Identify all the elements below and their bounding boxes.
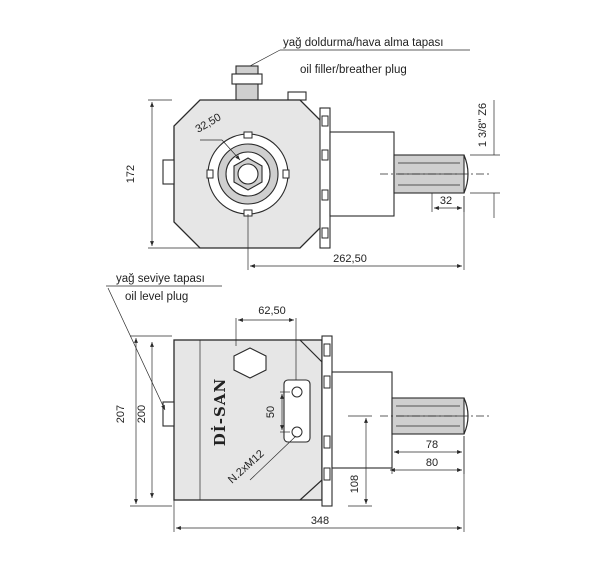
dim-50: 50 (265, 406, 277, 418)
dim-length-262: 262,50 (333, 253, 367, 265)
dim-offset: 62,50 (258, 305, 286, 317)
level-plug (162, 401, 175, 427)
filler-callout-en: oil filler/breather plug (300, 64, 407, 76)
filler-plug (231, 65, 263, 101)
dim-200: 200 (136, 405, 148, 423)
left-plug (162, 159, 175, 185)
top-view: yağ doldurma/hava alma tapası oil filler… (125, 37, 500, 270)
filler-callout-tr: yağ doldurma/hava alma tapası (283, 37, 443, 49)
small-boss (287, 91, 307, 101)
dim-348: 348 (311, 515, 329, 527)
dim-207: 207 (115, 405, 127, 423)
side-nose (331, 371, 393, 469)
dim-shaft-32: 32 (440, 195, 452, 207)
dim-78: 78 (426, 439, 438, 451)
dim-108: 108 (349, 475, 361, 493)
brand-mark: Dİ-SAN (210, 378, 229, 446)
level-callout-tr: yağ seviye tapası (116, 273, 205, 285)
right-flange (319, 107, 331, 249)
dim-80: 80 (426, 457, 438, 469)
mount-plate (283, 379, 311, 443)
side-view: Dİ-SAN yağ seviye tapası oil level plug … (106, 273, 490, 532)
dim-height-172: 172 (125, 165, 137, 183)
dim-spline: 1 3/8" Z6 (477, 103, 489, 147)
hex-plug (233, 347, 267, 379)
level-callout-en: oil level plug (125, 291, 188, 303)
